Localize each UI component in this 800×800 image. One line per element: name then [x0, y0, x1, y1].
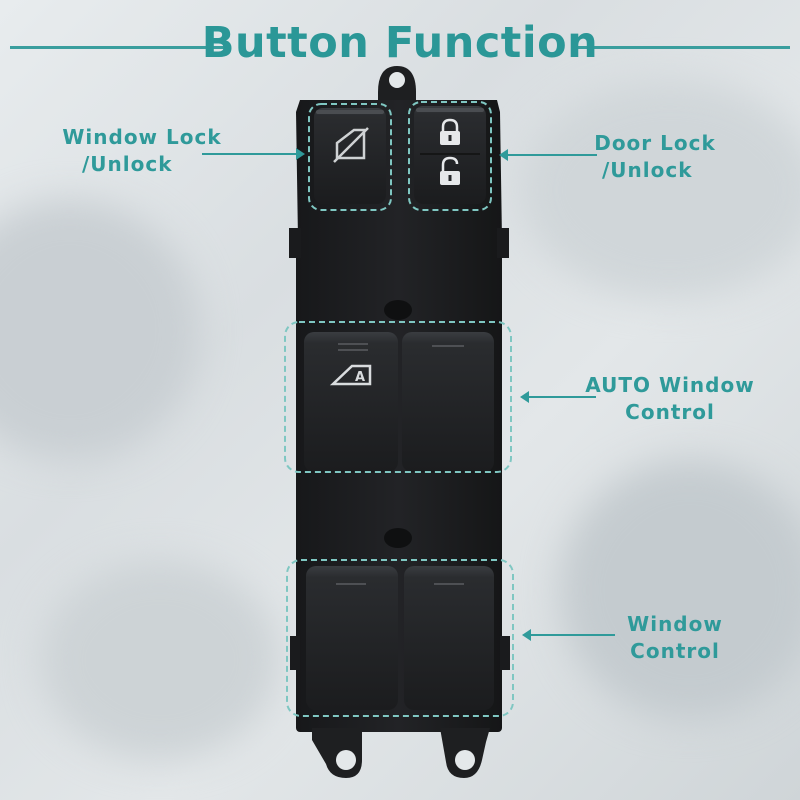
- title-line-right: [575, 46, 790, 49]
- highlight-window-control: [286, 559, 514, 717]
- arrow-door-lock: [499, 149, 597, 161]
- label-window-lock: Window Lock /Unlock: [62, 125, 222, 176]
- bottom-mount-tab-left: [312, 728, 362, 778]
- side-clip: [289, 228, 301, 258]
- arrow-window-control: [522, 629, 615, 641]
- window-lock-button[interactable]: [314, 108, 386, 204]
- arrow-auto-window: [520, 391, 596, 403]
- side-clip: [497, 228, 509, 258]
- label-door-lock: Door Lock /Unlock: [594, 131, 716, 182]
- top-mount-tab: [378, 66, 416, 110]
- window-button-rear-right[interactable]: [404, 566, 494, 710]
- window-lock-icon: [333, 127, 369, 163]
- recess: [384, 528, 412, 548]
- window-button-rear-left[interactable]: [306, 566, 398, 710]
- padlock-closed-icon: [440, 118, 460, 145]
- bottom-mount-tab-right: [440, 728, 490, 778]
- label-window-control: Window Control: [627, 612, 723, 663]
- auto-window-button-driver[interactable]: A: [304, 332, 398, 472]
- background-blur: [40, 560, 280, 760]
- label-auto-window: AUTO Window Control: [585, 373, 755, 424]
- highlight-window-lock: [308, 103, 392, 211]
- title-line-left: [10, 46, 230, 49]
- padlock-open-icon: [440, 156, 460, 185]
- page-title: Button Function: [201, 18, 599, 68]
- side-clip: [290, 636, 300, 670]
- svg-text:A: A: [355, 370, 365, 385]
- side-clip: [500, 636, 510, 670]
- door-lock-rocker[interactable]: [414, 106, 486, 204]
- arrow-window-lock: [202, 148, 305, 160]
- window-button-passenger[interactable]: [402, 332, 494, 472]
- recess: [384, 300, 412, 320]
- auto-window-icon: A: [329, 364, 372, 386]
- background-blur: [520, 80, 800, 300]
- highlight-auto-window: [284, 321, 512, 473]
- background-blur: [0, 200, 200, 460]
- background-blur: [560, 460, 800, 720]
